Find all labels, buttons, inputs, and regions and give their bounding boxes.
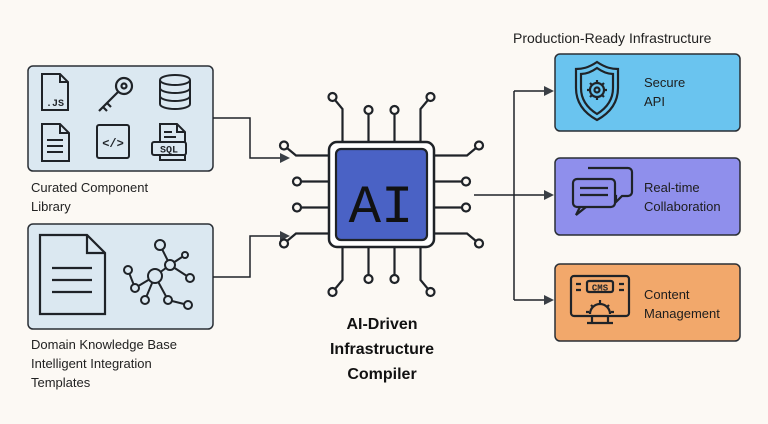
library-to-chip-arrow — [213, 117, 290, 163]
component-library-label-line2: Library — [31, 199, 71, 214]
compiler-title: AI-Driven Infrastructure Compiler — [312, 312, 452, 387]
content-management-label: Content Management — [644, 285, 720, 323]
collaboration-label: Real-time Collaboration — [644, 178, 721, 216]
sql-file-icon: SQL — [151, 123, 187, 161]
component-library-label-line1: Curated Component — [31, 180, 149, 195]
knowledge-base-label: Domain Knowledge Base Intelligent Integr… — [31, 335, 177, 392]
svg-text:</>: </> — [102, 137, 124, 151]
svg-text:.JS: .JS — [46, 99, 64, 110]
svg-text:CMS: CMS — [592, 284, 609, 294]
collaboration-box — [554, 157, 741, 236]
knowledge-base-label-line2: Intelligent Integration — [31, 356, 152, 371]
content-management-label-line2: Management — [644, 306, 720, 321]
compiler-title-line2: Infrastructure — [329, 341, 435, 358]
cms-monitor-icon: CMS — [569, 274, 631, 325]
cpu-chip-icon — [278, 91, 485, 298]
collaboration-label-line2: Collaboration — [644, 199, 721, 214]
js-file-icon: .JS — [41, 73, 69, 111]
document-icon — [41, 123, 70, 162]
compiler-title-line1: AI-Driven — [346, 316, 418, 333]
knowledge-base-label-line1: Domain Knowledge Base — [31, 337, 177, 352]
component-library-label: Curated Component Library — [31, 178, 148, 216]
secure-api-label: Secure API — [644, 73, 685, 111]
key-icon — [98, 76, 134, 112]
knowledge-base-label-line3: Templates — [31, 375, 91, 390]
collaboration-label-line1: Real-time — [644, 180, 700, 195]
output-section-header: Production-Ready Infrastructure — [513, 30, 712, 46]
content-management-box — [554, 263, 741, 342]
compiler-title-line3: Compiler — [347, 366, 417, 383]
content-management-label-line1: Content — [644, 287, 690, 302]
document-icon — [38, 233, 107, 316]
secure-api-label-line1: Secure — [644, 75, 686, 90]
chip-to-outputs-connector — [474, 91, 515, 300]
chip-ai-text: AI — [349, 178, 414, 239]
chat-bubbles-icon — [571, 166, 634, 216]
svg-text:SQL: SQL — [160, 146, 178, 157]
secure-api-label-line2: API — [644, 94, 665, 109]
database-icon — [159, 74, 191, 110]
network-graph-icon — [123, 239, 195, 310]
code-file-icon: </> — [96, 124, 130, 159]
shield-gear-icon — [574, 60, 620, 122]
knowledge-to-chip-arrow — [213, 231, 290, 278]
